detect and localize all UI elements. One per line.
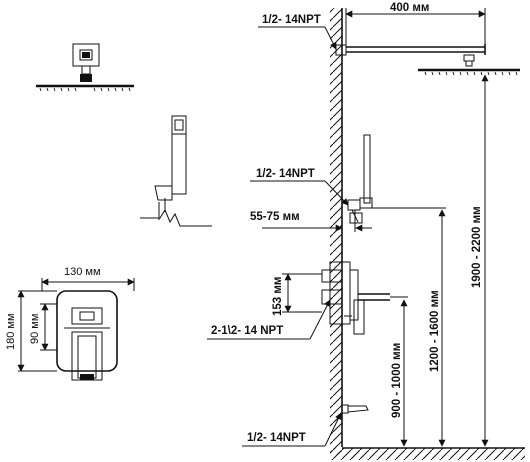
bath-spout [341, 404, 369, 414]
thread-callout-middle: 1/2- 14NPT [250, 168, 349, 206]
shower-arm [335, 44, 486, 56]
plate-inner-height-dimension: 90 мм [29, 303, 57, 351]
thread-callout-top: 1/2- 14NPT [258, 14, 337, 50]
shower-head [418, 54, 520, 76]
thread-label-valve: 2-1\2- 14 NPT [211, 325, 283, 337]
floor [330, 447, 525, 460]
valve-height-dimension: 900 - 1000 мм [390, 296, 408, 447]
valve-gap-dimension: 153 мм [272, 273, 322, 316]
hand-shower-side-view [140, 115, 212, 227]
wall-offset-label: 55-75 мм [250, 211, 300, 223]
thread-label-top: 1/2- 14NPT [262, 14, 321, 26]
hand-shower-on-holder [347, 134, 373, 224]
plate-width-dimension: 130 мм [41, 266, 135, 291]
shower-head-front-view [36, 43, 134, 92]
head-arm-dimension: 400 мм [345, 2, 486, 45]
holder-height-label: 1200 - 1600 мм [429, 290, 441, 372]
wall [330, 8, 343, 455]
plate-inner-height-label: 90 мм [29, 314, 41, 344]
thread-label-bottom: 1/2- 14NPT [247, 432, 306, 444]
thread-label-middle: 1/2- 14NPT [256, 168, 315, 180]
thread-callout-valve: 2-1\2- 14 NPT [207, 299, 331, 340]
wall-offset-dimension: 55-75 мм [250, 210, 372, 232]
mixer-valve [321, 261, 390, 335]
valve-height-label: 900 - 1000 мм [391, 343, 403, 418]
head-arm-label: 400 мм [390, 2, 429, 14]
plate-outer-height-label: 180 мм [5, 313, 17, 350]
wall-plate-front-view [56, 290, 118, 381]
holder-height-dimension: 1200 - 1600 мм [372, 207, 446, 447]
thread-callout-bottom: 1/2- 14NPT [242, 412, 342, 447]
plate-outer-height-dimension: 180 мм [5, 290, 57, 372]
plate-width-label: 130 мм [64, 266, 101, 278]
valve-gap-label: 153 мм [272, 277, 284, 316]
head-height-dimension: 1900 - 2200 мм [471, 74, 489, 447]
head-height-label: 1900 - 2200 мм [471, 206, 483, 288]
